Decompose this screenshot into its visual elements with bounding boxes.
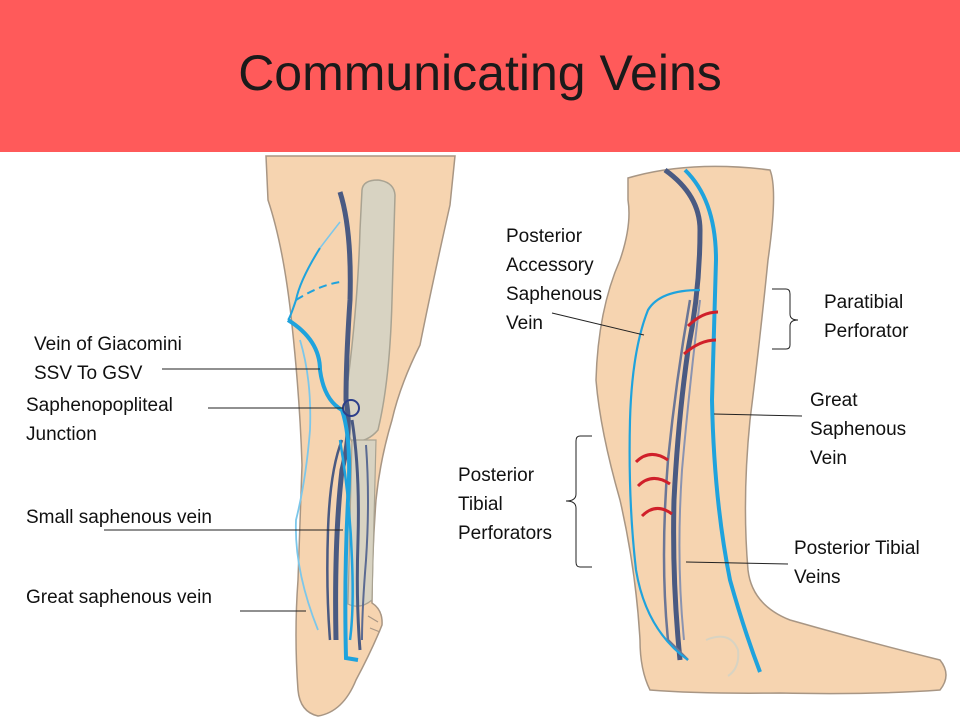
slide-title: Communicating Veins	[238, 45, 722, 101]
left-toe-marks	[367, 615, 381, 633]
right-paratibial-perforator-1	[686, 310, 719, 328]
left-great-saphenous-vein	[286, 318, 359, 662]
label-small-saphenous-vein: Small saphenous vein	[26, 507, 212, 528]
label-tibial-perforators-1: Posterior	[458, 465, 535, 486]
left-light-vein-outer	[294, 339, 319, 631]
right-posterior-tibial-veins-2	[678, 299, 701, 641]
label-giacomini-line2: SSV To GSV	[34, 363, 143, 384]
right-paratibial-perforator-2	[683, 338, 717, 356]
label-tibial-perforators-2: Tibial	[458, 494, 503, 515]
left-giacomini-dashed	[295, 281, 341, 301]
right-deep-vein-dark	[663, 167, 703, 661]
label-tibial-perforators-3: Perforators	[458, 523, 552, 544]
bracket-paratibial	[772, 288, 799, 350]
left-vein-branch-2	[361, 444, 369, 641]
label-posterior-accessory-3: Saphenous	[506, 284, 603, 305]
label-paratibial-1: Paratibial	[824, 292, 904, 313]
right-tibial-perforator-1	[634, 453, 669, 464]
label-posterior-tibial-veins-2: Veins	[794, 567, 841, 588]
left-giacomini-upper	[319, 221, 341, 249]
label-posterior-accessory-1: Posterior	[506, 226, 583, 247]
right-posterior-tibial-veins	[662, 299, 692, 661]
label-great-saphenous-1: Great	[810, 390, 858, 411]
left-light-vein-inner	[338, 439, 354, 641]
right-tibial-perforator-3	[640, 507, 673, 518]
line-posterior-accessory	[551, 312, 645, 336]
right-tibial-perforator-2	[636, 477, 671, 488]
label-junction-line2: Junction	[26, 424, 97, 445]
label-posterior-tibial-veins-1: Posterior Tibial	[794, 538, 920, 559]
left-femur	[344, 179, 396, 443]
right-heel-mark	[705, 635, 740, 677]
label-great-saphenous-3: Vein	[810, 448, 847, 469]
label-great-saphenous-2: Saphenous	[810, 419, 907, 440]
label-paratibial-2: Perforator	[824, 321, 909, 342]
label-posterior-accessory-2: Accessory	[506, 255, 594, 276]
left-tibia	[347, 439, 377, 607]
label-posterior-accessory-4: Vein	[506, 313, 543, 334]
right-great-saphenous-vein	[683, 168, 762, 673]
label-junction-line1: Saphenopopliteal	[26, 395, 173, 416]
right-leg-outline	[595, 165, 947, 695]
left-deep-vein	[333, 191, 353, 641]
right-posterior-accessory-vein	[628, 288, 701, 661]
line-great-saphenous-right	[713, 413, 803, 417]
label-giacomini-line1: Vein of Giacomini	[34, 334, 182, 355]
line-posterior-tibial	[685, 561, 789, 565]
title-bar	[0, 0, 960, 152]
label-great-saphenous-vein: Great saphenous vein	[26, 587, 212, 608]
bracket-tibial-perforators	[565, 435, 592, 568]
left-small-saphenous-vein-dark	[350, 419, 362, 651]
